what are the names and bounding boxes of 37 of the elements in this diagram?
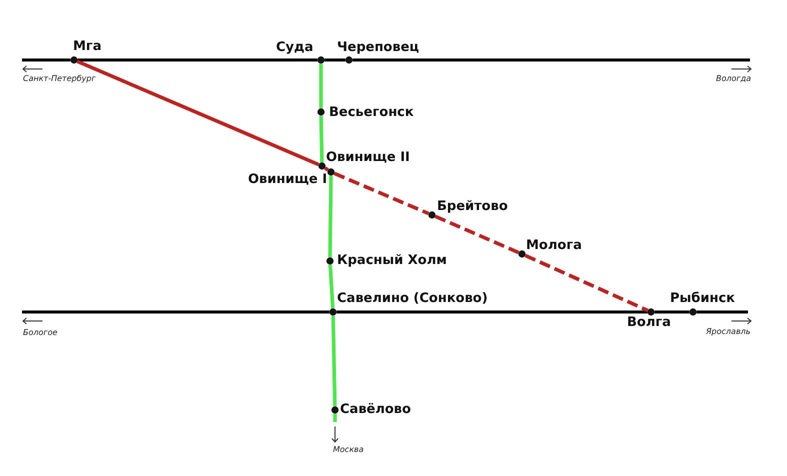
station-name: Волга <box>627 315 671 330</box>
railway-line <box>78 58 318 62</box>
railway-line <box>654 310 690 314</box>
dashed-railway-line <box>524 254 648 312</box>
railway-line <box>324 166 329 172</box>
station-name: Мга <box>73 39 102 54</box>
railway-line <box>319 116 324 162</box>
railway-line <box>328 264 335 308</box>
dashed-railway-line <box>434 214 520 254</box>
railway-line <box>76 60 320 166</box>
railway-line <box>336 310 648 314</box>
station-name: Овинище II <box>326 150 410 165</box>
railway-line <box>22 58 70 62</box>
railway-line <box>324 58 346 62</box>
railway-line <box>352 58 750 62</box>
railway-line <box>333 414 337 422</box>
station-name: Савёлово <box>340 402 411 417</box>
station-name: Овинище I <box>248 172 328 187</box>
dashed-railway-line <box>334 172 430 216</box>
railway-line <box>319 64 323 108</box>
direction-label: Москва <box>333 445 364 455</box>
railway-line <box>696 310 748 314</box>
direction-label: Бологое <box>23 328 58 338</box>
station-name: Рыбинск <box>670 291 735 306</box>
station-name: Суда <box>276 40 314 55</box>
station-name: Красный Холм <box>337 253 447 268</box>
station-name: Череповец <box>337 40 420 55</box>
station-name: Савелино (Сонково) <box>337 291 488 306</box>
direction-label: Ярославль <box>706 327 750 337</box>
station-name: Весьегонск <box>329 105 414 120</box>
railway-line <box>331 316 337 406</box>
railway-line <box>22 310 330 314</box>
direction-label: Вологда <box>716 74 752 84</box>
railway-line <box>328 176 333 258</box>
direction-label: Санкт-Петербург <box>23 74 96 84</box>
station-name: Молога <box>526 238 582 253</box>
station-name: Брейтово <box>437 199 508 214</box>
